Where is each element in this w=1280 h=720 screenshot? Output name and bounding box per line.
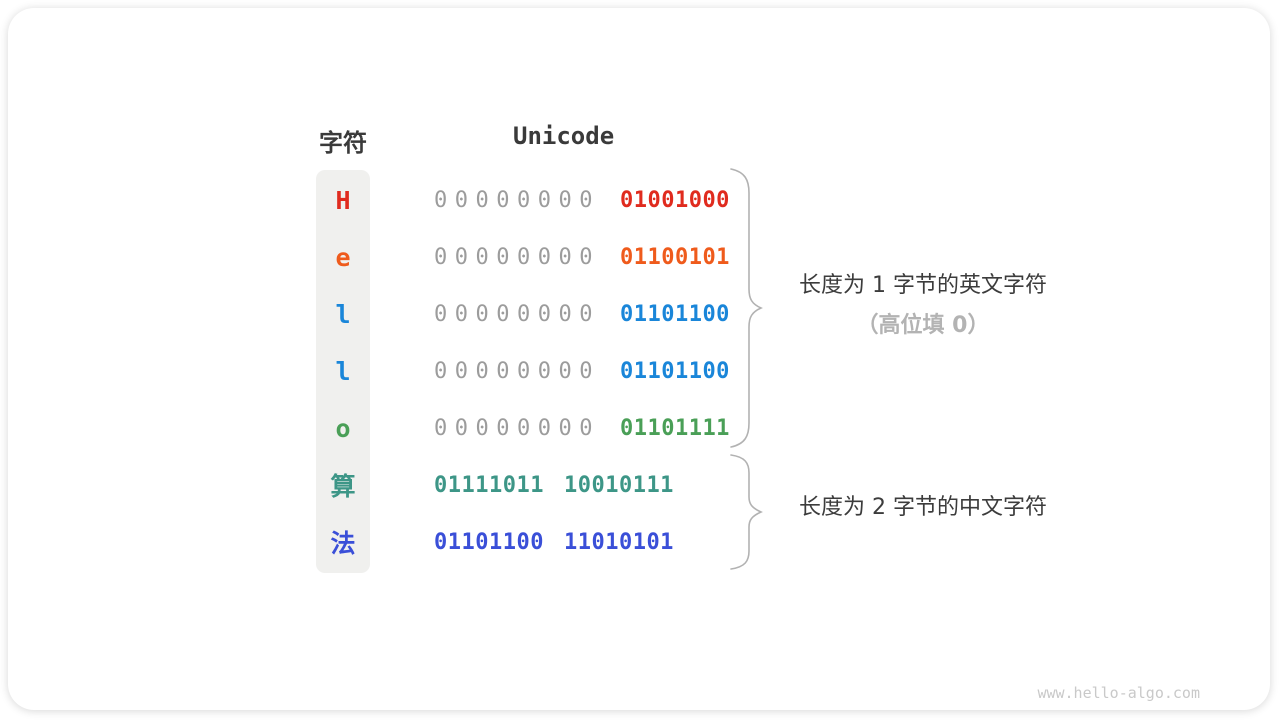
unicode-binary: 00000000 01100101 — [434, 229, 730, 286]
char-cell: 算 — [330, 472, 356, 501]
unicode-byte-low: 01101111 — [619, 415, 730, 441]
annotation-high-bits-zero: （高位填 0） — [856, 313, 990, 338]
unicode-byte-low: 01101100 — [619, 301, 730, 327]
unicode-byte-high: 00000000 — [434, 358, 600, 384]
unicode-binary: 00000000 01001000 — [434, 172, 730, 229]
character-column-background — [316, 170, 370, 573]
unicode-byte-low: 01001000 — [619, 187, 730, 213]
diagram-card: 字符 Unicode H 00000000 01001000 e 0000000… — [8, 8, 1270, 710]
char-cell: l — [335, 356, 351, 386]
unicode-byte-high: 01101100 — [434, 529, 544, 555]
char-cell: o — [335, 413, 351, 443]
unicode-byte-low: 10010111 — [563, 472, 674, 498]
brace-1-byte-group — [730, 168, 763, 448]
unicode-binary: 00000000 01101111 — [434, 400, 730, 457]
table-row: l 00000000 01101100 — [8, 343, 1270, 400]
unicode-byte-high: 00000000 — [434, 244, 600, 270]
watermark-url: www.hello-algo.com — [1037, 684, 1200, 702]
table-row: o 00000000 01101111 — [8, 400, 1270, 457]
char-cell: 法 — [330, 529, 356, 558]
unicode-byte-low: 01101100 — [619, 358, 730, 384]
annotation-chinese-chars: 长度为 2 字节的中文字符 — [799, 495, 1047, 520]
unicode-byte-high: 00000000 — [434, 187, 600, 213]
unicode-binary: 00000000 01101100 — [434, 343, 730, 400]
unicode-binary: 00000000 01101100 — [434, 286, 730, 343]
table-row: 算 01111011 10010111 — [8, 457, 1270, 514]
column-header-unicode: Unicode — [513, 122, 615, 150]
char-cell: l — [335, 299, 351, 329]
column-header-character: 字符 — [319, 129, 367, 157]
unicode-binary: 01101100 11010101 — [434, 514, 674, 571]
unicode-byte-low: 11010101 — [563, 529, 674, 555]
char-cell: H — [335, 185, 351, 215]
brace-2-byte-group — [730, 454, 763, 570]
unicode-binary: 01111011 10010111 — [434, 457, 674, 514]
unicode-byte-high: 00000000 — [434, 301, 600, 327]
table-row: 法 01101100 11010101 — [8, 514, 1270, 571]
char-cell: e — [335, 242, 351, 272]
table-row: e 00000000 01100101 — [8, 229, 1270, 286]
unicode-byte-low: 01100101 — [619, 244, 730, 270]
unicode-byte-high: 00000000 — [434, 415, 600, 441]
annotation-english-chars: 长度为 1 字节的英文字符 — [799, 273, 1047, 298]
table-row: H 00000000 01001000 — [8, 172, 1270, 229]
unicode-byte-high: 01111011 — [434, 472, 544, 498]
table-row: l 00000000 01101100 — [8, 286, 1270, 343]
